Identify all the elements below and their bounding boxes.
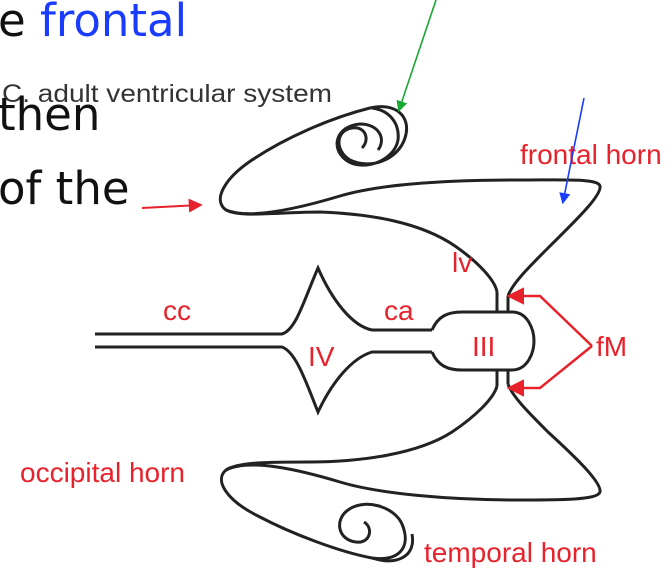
label-cc: cc: [163, 295, 191, 326]
third-ventricle-outline: [430, 310, 536, 372]
upper-lateral-ventricle-outline: [219, 105, 499, 293]
label-lv: lv: [452, 247, 472, 278]
label-iii: III: [472, 331, 495, 362]
figure-caption: C. adult ventricular system: [2, 80, 332, 108]
slide-line-3: of the: [0, 162, 130, 215]
green-arrow: [396, 0, 437, 113]
label-occipital-horn: occipital horn: [20, 457, 185, 488]
label-temporal-horn: temporal horn: [424, 537, 597, 568]
upper-frontal-horn-outline: [225, 178, 602, 297]
blue-arrow: [559, 97, 585, 205]
fm-pointer-lower: [506, 345, 593, 397]
fm-pointer-upper: [506, 287, 593, 347]
central-canal-lower-outline: [95, 345, 432, 416]
lower-temporal-horn-tip-outline: [371, 533, 415, 563]
central-canal-outline: [95, 264, 432, 336]
lower-lateral-ventricle-outline: [220, 385, 499, 561]
label-ca: ca: [384, 295, 414, 326]
label-fm: fM: [596, 331, 627, 362]
slide-line-2: then: [0, 88, 100, 141]
red-arrow: [141, 198, 203, 213]
slide-line-1-prefix: e: [0, 0, 40, 47]
label-iv: IV: [308, 341, 335, 372]
label-frontal-horn: frontal horn: [520, 139, 662, 170]
lower-temporal-horn-outline: [225, 383, 602, 502]
slide-line-1: e frontal: [0, 0, 187, 47]
slide-line-1-accent: frontal: [40, 0, 187, 47]
